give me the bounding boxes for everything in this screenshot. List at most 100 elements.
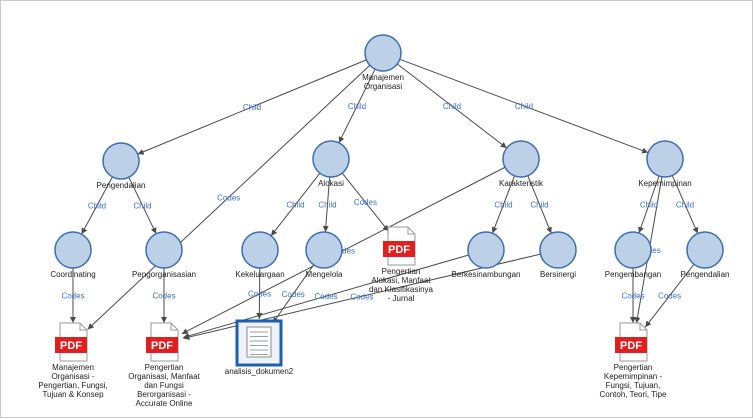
pdf-file-icon: PDF xyxy=(615,322,648,362)
edge-label-alok-pdf3: Codes xyxy=(354,198,377,207)
node-label: Pengorganisasian xyxy=(132,270,196,279)
node-label: Kepemimpinan xyxy=(638,179,691,188)
node-pgor[interactable]: Pengorganisasian xyxy=(132,231,196,279)
edge-label-pgor-pdf2: Codes xyxy=(152,292,175,301)
node-label: Bersinergi xyxy=(540,270,576,279)
node-alok[interactable]: Alokasi xyxy=(312,140,350,188)
node-label: Berkesinambungan xyxy=(452,270,521,279)
node-label: dan Klasifikasinya xyxy=(369,285,434,294)
edge-label-pgen-pdf4: Codes xyxy=(658,292,681,301)
node-berk[interactable]: Berkesinambungan xyxy=(452,231,521,279)
edge-root-kepe[interactable] xyxy=(399,58,649,154)
edge-label-keke-doc: Codes xyxy=(248,290,271,299)
edge-label-kara-berk: Child xyxy=(494,201,512,210)
node-label: - Jurnal xyxy=(388,294,415,303)
node-peng[interactable]: Pengendalian xyxy=(97,142,146,190)
pdf-badge-text: PDF xyxy=(620,340,642,352)
node-label: analisis_dokumen2 xyxy=(225,367,294,376)
node-label: Manajemen xyxy=(52,363,94,372)
edge-kepe-pgem[interactable] xyxy=(638,175,660,234)
edge-label-root-alok: Child xyxy=(348,102,366,111)
edge-peng-coor[interactable] xyxy=(81,176,113,235)
node-label: Coordinating xyxy=(50,270,95,279)
edge-root-pdf1[interactable] xyxy=(87,64,371,330)
node-label: Pengendalian xyxy=(681,270,730,279)
node-label: Organisasi xyxy=(364,82,402,91)
concept-circle-icon xyxy=(241,231,279,269)
edge-label-peng-pgor: Child xyxy=(133,202,151,211)
concept-circle-icon xyxy=(646,140,684,178)
node-label: Mengelola xyxy=(306,270,343,279)
concept-circle-icon xyxy=(305,231,343,269)
node-kara[interactable]: Karakteristik xyxy=(499,140,544,188)
node-label: Kekeluargaan xyxy=(235,270,284,279)
edge-label-bers-pdf2: Codes xyxy=(350,292,373,301)
node-label: Alokasi xyxy=(318,179,344,188)
concept-circle-icon xyxy=(614,231,652,269)
edge-alok-keke[interactable] xyxy=(270,172,321,237)
edge-label-coor-pdf1: Codes xyxy=(61,292,84,301)
node-label: Tujuan & Konsep xyxy=(42,390,104,399)
node-pgem[interactable]: Pengembangan xyxy=(605,231,662,279)
node-keke[interactable]: Kekeluargaan xyxy=(235,231,285,279)
edge-root-peng[interactable] xyxy=(137,59,367,155)
edge-root-kara[interactable] xyxy=(396,63,508,149)
node-label: Pengertian xyxy=(145,363,184,372)
pdf-badge-text: PDF xyxy=(388,244,410,256)
edge-pgen-pdf4[interactable] xyxy=(644,263,695,328)
edge-peng-pgor[interactable] xyxy=(128,176,157,235)
edge-label-alok-meng: Child xyxy=(318,201,336,210)
node-label: dan Fungsi xyxy=(144,381,184,390)
edge-root-alok[interactable] xyxy=(338,68,376,144)
edge-berk-pdf2[interactable] xyxy=(183,254,469,339)
node-label: Fungsi, Tujuan, xyxy=(606,381,661,390)
concept-circle-icon xyxy=(686,231,724,269)
node-label: Accurate Online xyxy=(136,399,193,408)
edge-kepe-pgen[interactable] xyxy=(671,175,699,234)
node-kepe[interactable]: Kepemimpinan xyxy=(638,140,692,188)
node-pgen[interactable]: Pengendalian xyxy=(681,231,730,279)
edge-label-root-kara: Child xyxy=(443,102,461,111)
edge-alok-pdf3[interactable] xyxy=(341,172,389,232)
node-bers[interactable]: Bersinergi xyxy=(539,231,577,279)
edge-label-root-kepe: Child xyxy=(515,102,533,111)
node-label: Organisasi, Manfaat xyxy=(128,372,200,381)
edge-label-berk-pdf2: Codes xyxy=(314,292,337,301)
node-label: Contoh, Teori, Tipe xyxy=(599,390,667,399)
pdf-badge-text: PDF xyxy=(60,340,82,352)
edge-kara-berk[interactable] xyxy=(491,175,516,234)
concept-circle-icon xyxy=(502,140,540,178)
pdf-file-icon: PDF xyxy=(146,322,179,362)
edge-kara-pdf2[interactable] xyxy=(181,166,506,335)
edge-label-kara-pdf2: Codes xyxy=(332,247,355,256)
edge-alok-meng[interactable] xyxy=(322,176,331,233)
node-doc[interactable]: analisis_dokumen2 xyxy=(225,319,294,376)
edge-keke-doc[interactable] xyxy=(256,267,263,320)
edge-label-alok-keke: Child xyxy=(286,201,304,210)
pdf-file-icon: PDF xyxy=(383,226,416,266)
node-label: Pengembangan xyxy=(605,270,662,279)
edge-label-root-pdf1: Codes xyxy=(217,193,240,202)
concept-circle-icon xyxy=(312,140,350,178)
concept-circle-icon xyxy=(102,142,140,180)
edge-meng-doc[interactable] xyxy=(272,264,315,324)
edge-label-peng-coor: Child xyxy=(88,202,106,211)
concept-circle-icon xyxy=(539,231,577,269)
node-label: Kepemimpinan - xyxy=(604,372,663,381)
edge-kara-bers[interactable] xyxy=(527,175,552,234)
concept-circle-icon xyxy=(54,231,92,269)
edge-label-kara-bers: Child xyxy=(530,201,548,210)
concept-circle-icon xyxy=(145,231,183,269)
node-label: Organisasi - xyxy=(51,372,94,381)
node-coor[interactable]: Coordinating xyxy=(50,231,96,279)
node-meng[interactable]: Mengelola xyxy=(305,231,343,279)
edge-label-meng-doc: Codes xyxy=(282,290,305,299)
